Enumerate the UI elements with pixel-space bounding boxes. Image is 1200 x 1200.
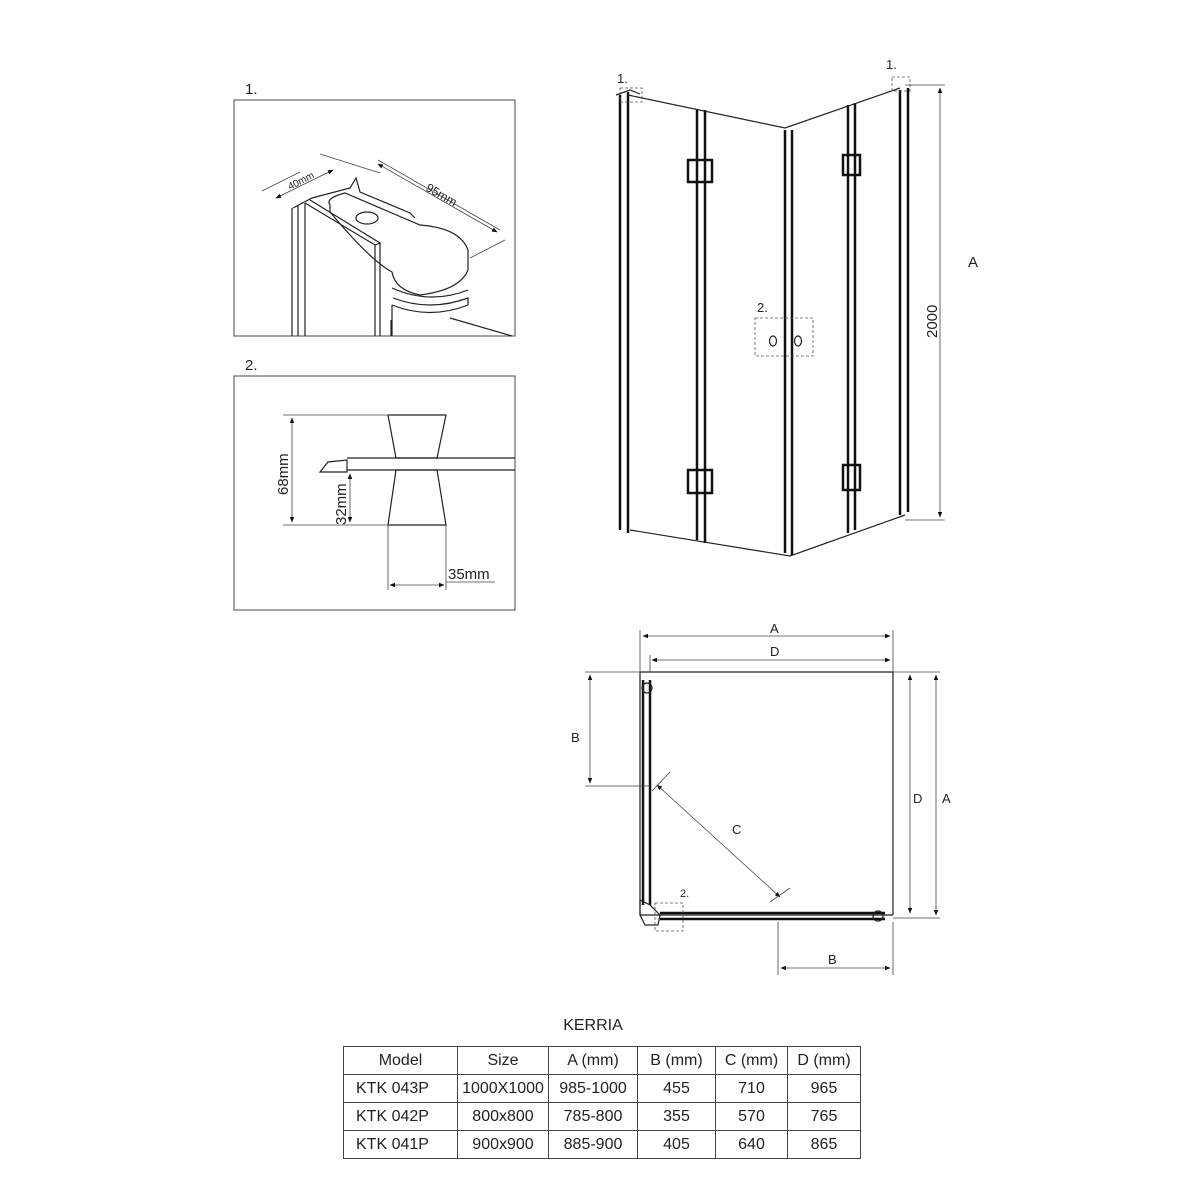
callout-1-right: 1.	[886, 57, 897, 72]
dim-68mm: 68mm	[275, 453, 292, 495]
cell-b: 405	[637, 1130, 716, 1159]
plan-callout-2: 2.	[680, 888, 689, 900]
callout-1-left: 1.	[617, 71, 628, 86]
header-model: Model	[343, 1046, 458, 1075]
cell-b: 355	[637, 1102, 716, 1131]
table-row: KTK 043P 1000X1000 985-1000 455 710 965	[343, 1074, 861, 1103]
cell-b: 455	[637, 1074, 716, 1103]
shower-elevation: 1. 1. 2. 2000 A	[615, 57, 978, 557]
header-size: Size	[457, 1046, 549, 1075]
table-row: KTK 042P 800x800 785-800 355 570 765	[343, 1102, 861, 1131]
header-d: D (mm)	[787, 1046, 861, 1075]
cell-c: 570	[715, 1102, 788, 1131]
cell-model: KTK 041P	[343, 1130, 458, 1159]
cell-a: 985-1000	[548, 1074, 638, 1103]
cell-d: 865	[787, 1130, 861, 1159]
plan-dim-C: C	[732, 822, 741, 837]
plan-dim-A-top: A	[770, 621, 779, 636]
plan-dim-B-left: B	[571, 730, 580, 745]
shower-plan-view: 2. A D B C D A B	[571, 621, 951, 975]
cell-model: KTK 042P	[343, 1102, 458, 1131]
cell-d: 965	[787, 1074, 861, 1103]
cell-c: 710	[715, 1074, 788, 1103]
cell-size: 900x900	[457, 1130, 549, 1159]
cell-size: 800x800	[457, 1102, 549, 1131]
table-header-row: Model Size A (mm) B (mm) C (mm) D (mm)	[343, 1046, 861, 1075]
dim-95mm: 95mm	[424, 180, 460, 209]
dim-32mm: 32mm	[333, 483, 350, 525]
dim-40mm: 40mm	[286, 170, 316, 192]
cell-a: 885-900	[548, 1130, 638, 1159]
detail-2-handle: 2. 68mm 32mm 35mm	[233, 357, 516, 611]
header-c: C (mm)	[715, 1046, 788, 1075]
table-title: KERRIA	[563, 1017, 623, 1034]
table-row: KTK 041P 900x900 885-900 405 640 865	[343, 1130, 861, 1159]
cell-model: KTK 043P	[343, 1074, 458, 1103]
plan-dim-D-right: D	[913, 791, 922, 806]
plan-dim-A-right: A	[942, 791, 951, 806]
cell-c: 640	[715, 1130, 788, 1159]
height-label-A: A	[968, 254, 978, 271]
cell-d: 765	[787, 1102, 861, 1131]
plan-dim-D-top: D	[770, 644, 779, 659]
dimensions-table: Model Size A (mm) B (mm) C (mm) D (mm) K…	[343, 1046, 861, 1159]
plan-dim-B-bottom: B	[828, 952, 837, 967]
detail-1-hinge: 1. 40mm 95mm	[233, 81, 516, 337]
header-b: B (mm)	[637, 1046, 716, 1075]
detail-1-label: 1.	[245, 81, 258, 98]
callout-2: 2.	[757, 300, 768, 315]
cell-a: 785-800	[548, 1102, 638, 1131]
dim-35mm: 35mm	[448, 566, 490, 583]
detail-2-label: 2.	[245, 357, 258, 374]
header-a: A (mm)	[548, 1046, 638, 1075]
height-2000: 2000	[924, 305, 941, 338]
cell-size: 1000X1000	[457, 1074, 549, 1103]
